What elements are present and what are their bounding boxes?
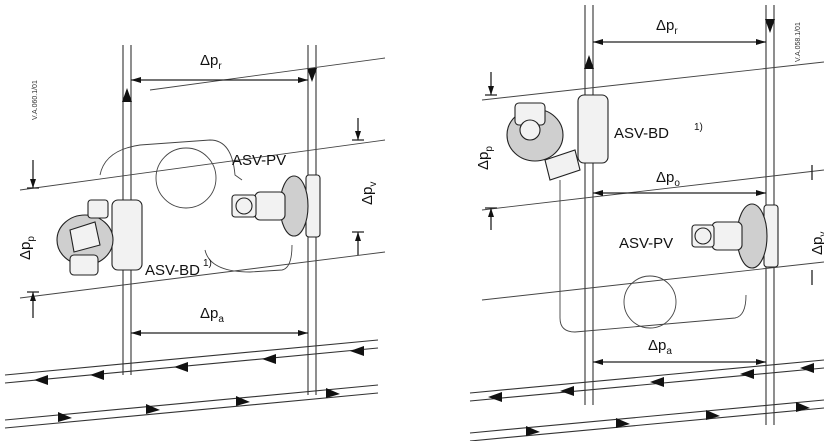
right-diagram: Δpr Δpo Δpa ASV-BD 1) ASV-PV Δpp Δpv V.A… [469, 5, 824, 441]
left-dim-v-arrows [355, 131, 361, 241]
left-lower-main-pipe [4, 384, 379, 429]
right-impulse-coil [623, 275, 677, 329]
left-impulse-coil [155, 147, 217, 209]
left-label-dp-a: Δpa [200, 305, 224, 325]
left-footnote-mark: 1) [203, 258, 212, 269]
left-lower-flow-arrows [58, 388, 340, 422]
left-asv-bd-valve [56, 199, 143, 276]
right-asv-bd-valve [506, 94, 609, 181]
right-label-dp-o: Δpo [656, 169, 680, 189]
left-label-dp-v: Δpv [359, 182, 379, 205]
right-dim-p-line [485, 72, 497, 230]
left-flow-up-arrow [122, 88, 132, 102]
right-lower-flow-arrows [526, 402, 810, 436]
right-supply-riser [584, 5, 594, 405]
right-label-dp-p: Δpp [475, 146, 495, 170]
right-guide-lines [481, 61, 824, 301]
right-upper-flow-arrows [488, 363, 814, 402]
left-drawing-code: V.A.060.1/01 [32, 80, 39, 120]
right-label-asv-pv: ASV-PV [619, 235, 673, 252]
right-label-dp-r: Δpr [656, 17, 678, 37]
left-label-dp-r: Δpr [200, 52, 222, 72]
left-label-asv-bd: ASV-BD [145, 262, 200, 279]
left-guide-lines [19, 57, 386, 299]
right-drawing-code: V.A.058.1/01 [795, 22, 802, 62]
left-flow-down-arrow [307, 68, 317, 82]
right-footnote-mark: 1) [694, 122, 703, 133]
left-impulse-tube [99, 139, 243, 181]
right-lower-main-pipe [469, 399, 824, 441]
left-dim-p-line [27, 160, 39, 318]
right-flow-down-arrow [765, 19, 775, 33]
left-dim-v-line [352, 118, 364, 255]
left-capillary-tube [204, 244, 293, 273]
left-diagram: Δpr Δpa ASV-PV ASV-BD 1) Δpv Δpp V.A.060… [4, 45, 386, 429]
right-label-asv-bd: ASV-BD [614, 125, 669, 142]
right-upper-main-pipe [469, 359, 824, 402]
right-flow-up-arrow [584, 55, 594, 69]
left-asv-pv-valve [231, 174, 321, 238]
right-label-dp-a: Δpa [648, 337, 672, 357]
left-upper-main-pipe [4, 339, 379, 384]
left-label-asv-pv: ASV-PV [232, 152, 286, 169]
left-label-dp-p: Δpp [17, 236, 37, 260]
right-asv-pv-valve [691, 203, 779, 269]
right-label-dp-v: Δpv [809, 232, 824, 255]
right-impulse-tube [559, 180, 747, 333]
left-upper-flow-arrows [34, 346, 364, 385]
